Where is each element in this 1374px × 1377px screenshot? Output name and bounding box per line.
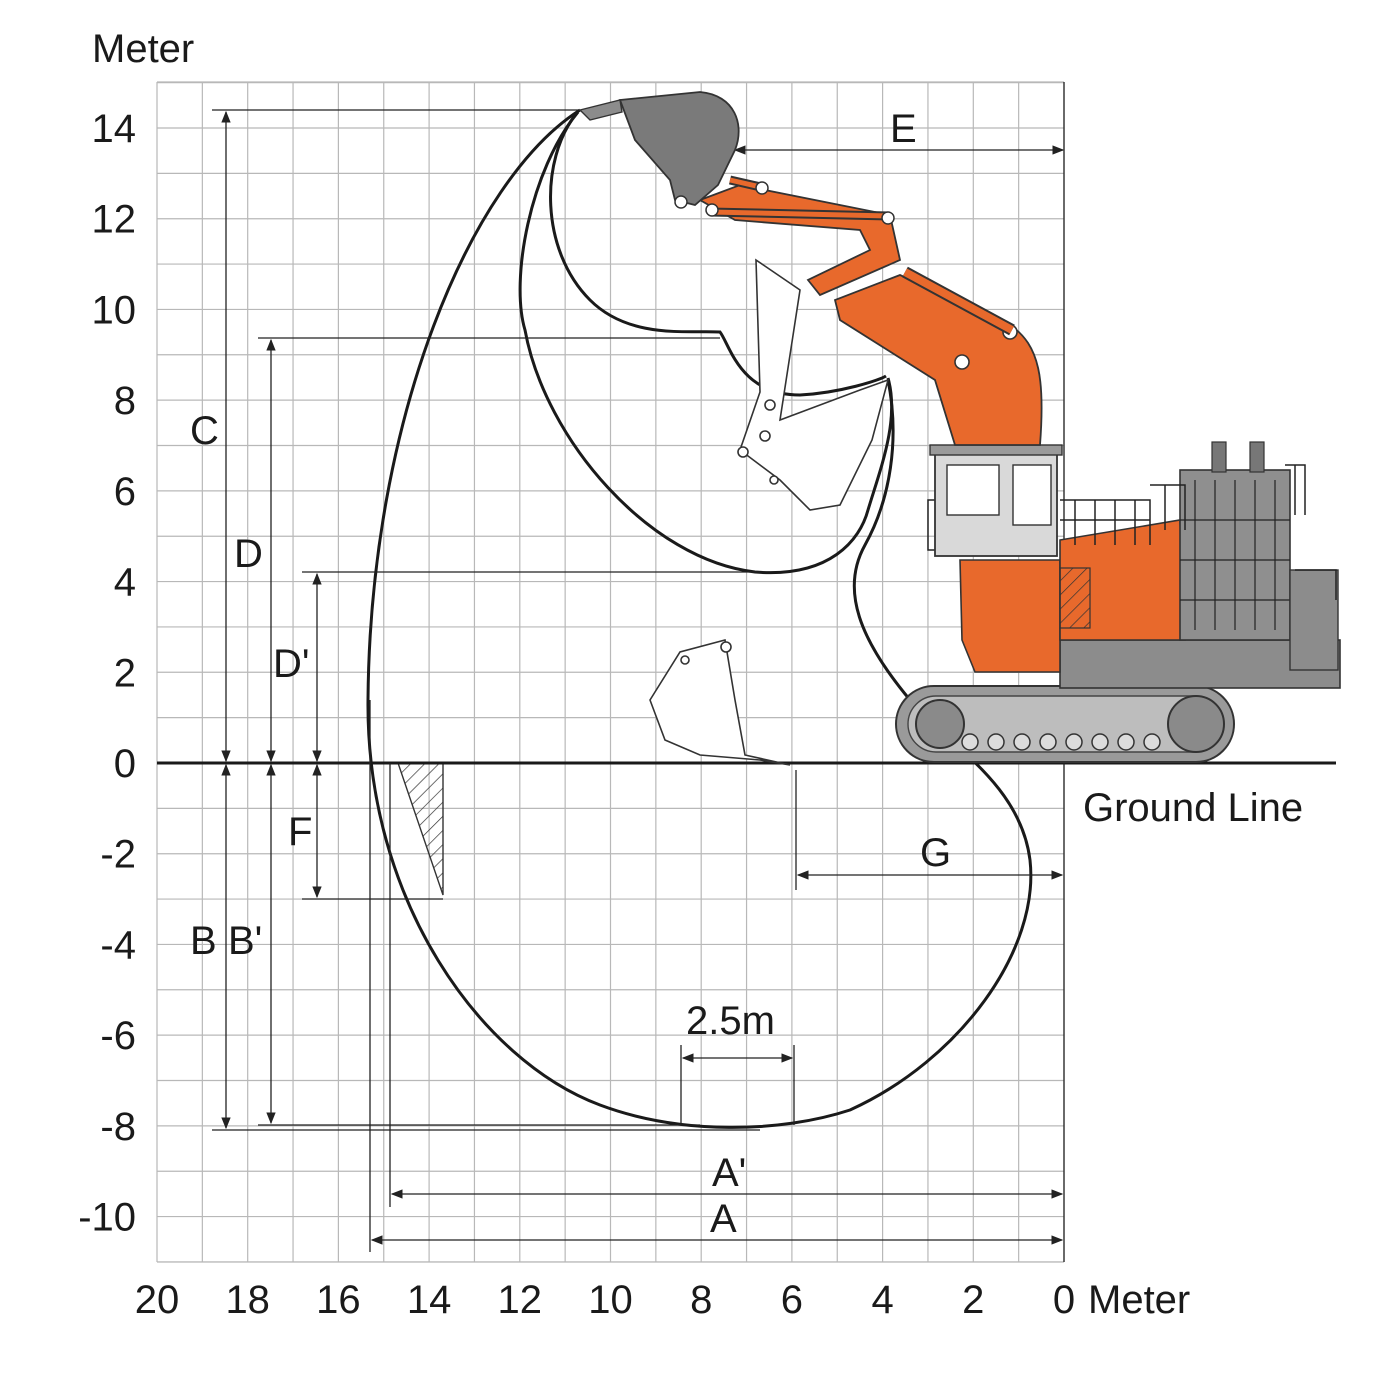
dimension-D-prime-label: D': [273, 642, 310, 686]
y-tick-label: -2: [100, 833, 136, 877]
x-tick-label: 4: [871, 1278, 893, 1322]
y-tick-label: -8: [100, 1105, 136, 1149]
track-roller: [1143, 733, 1161, 751]
x-tick-label: 18: [225, 1278, 270, 1322]
y-tick-label: 2: [114, 651, 136, 695]
x-tick-label: 14: [407, 1278, 452, 1322]
y-axis-tick-labels: 14 12 10 8 6 4 2 0 -2 -4 -6 -8 -10: [78, 107, 136, 1240]
y-tick-label: 14: [92, 107, 137, 151]
track-roller: [1091, 733, 1109, 751]
dimension-G-label: G: [920, 831, 951, 875]
dimension-A-label: A: [710, 1197, 737, 1241]
dimension-A-prime-label: A': [712, 1151, 746, 1195]
exhaust-stack-right: [1249, 441, 1265, 473]
bucket-teeth: [578, 99, 623, 121]
crawler-track: [895, 685, 1235, 763]
excavator: [578, 91, 1341, 763]
y-tick-label: 10: [92, 288, 137, 332]
track-roller: [1117, 733, 1135, 751]
y-tick-label: 12: [92, 198, 137, 242]
arm-stick: [697, 184, 902, 297]
x-tick-label: 10: [588, 1278, 633, 1322]
y-tick-label: -6: [100, 1014, 136, 1058]
y-axis-unit-label: Meter: [92, 27, 194, 71]
track-roller: [1039, 733, 1057, 751]
rear-counterweight: [1289, 569, 1339, 671]
cab-window-side: [1012, 464, 1052, 526]
dimension-B-label: B: [190, 919, 217, 963]
dimension-C-label: C: [190, 409, 219, 453]
cab-roof: [929, 444, 1063, 456]
y-tick-label: -10: [78, 1196, 136, 1240]
track-roller: [987, 733, 1005, 751]
x-tick-label: 0: [1053, 1278, 1075, 1322]
track-roller: [961, 733, 979, 751]
y-tick-label: 8: [114, 379, 136, 423]
x-tick-label: 2: [962, 1278, 984, 1322]
boom-pin-lower-icon: [954, 354, 970, 370]
track-roller: [1013, 733, 1031, 751]
track-rollers: [961, 733, 1161, 751]
dimension-B-prime-label: B': [228, 919, 262, 963]
dimension-F-label: F: [288, 810, 312, 854]
arm-pin-icon: [705, 203, 719, 217]
hatched-area: [397, 762, 444, 896]
track-roller: [1065, 733, 1083, 751]
housing-vent: [1059, 567, 1091, 629]
bucket: [618, 91, 740, 206]
handrails: [927, 464, 1337, 600]
cab-window-front: [946, 464, 1000, 516]
dimension-E-label: E: [890, 107, 917, 151]
exhaust-stack-left: [1211, 441, 1227, 473]
y-tick-label: 0: [114, 742, 136, 786]
y-tick-label: -4: [100, 923, 136, 967]
y-tick-label: 4: [114, 561, 136, 605]
inner-envelope: [549, 113, 887, 397]
ground-line-label: Ground Line: [1083, 786, 1303, 830]
arm-cylinder-fill: [709, 209, 891, 219]
cab-base-orange: [959, 559, 1061, 673]
boom-cylinder-fill: [903, 268, 1014, 334]
x-tick-label: 16: [316, 1278, 361, 1322]
y-tick-label: 6: [114, 470, 136, 514]
engine-frame-lines: [1180, 480, 1290, 630]
bucket-outline-ground-position: [649, 639, 791, 766]
x-tick-label: 8: [690, 1278, 712, 1322]
x-tick-label: 12: [498, 1278, 543, 1322]
dimension-D-label: D: [234, 532, 263, 576]
width-2-5m-label: 2.5m: [686, 999, 775, 1043]
x-tick-label: 20: [135, 1278, 180, 1322]
arm-cylinder-pin-icon: [881, 211, 895, 225]
bucket-outline-mid-position: [737, 258, 890, 511]
x-axis-unit-label: Meter: [1088, 1278, 1190, 1322]
middle-envelope: [518, 111, 894, 575]
x-tick-label: 6: [781, 1278, 803, 1322]
link-pin-icon: [755, 181, 769, 195]
bucket-pin-icon: [674, 195, 688, 209]
outer-reach-envelope: [366, 108, 1033, 1129]
